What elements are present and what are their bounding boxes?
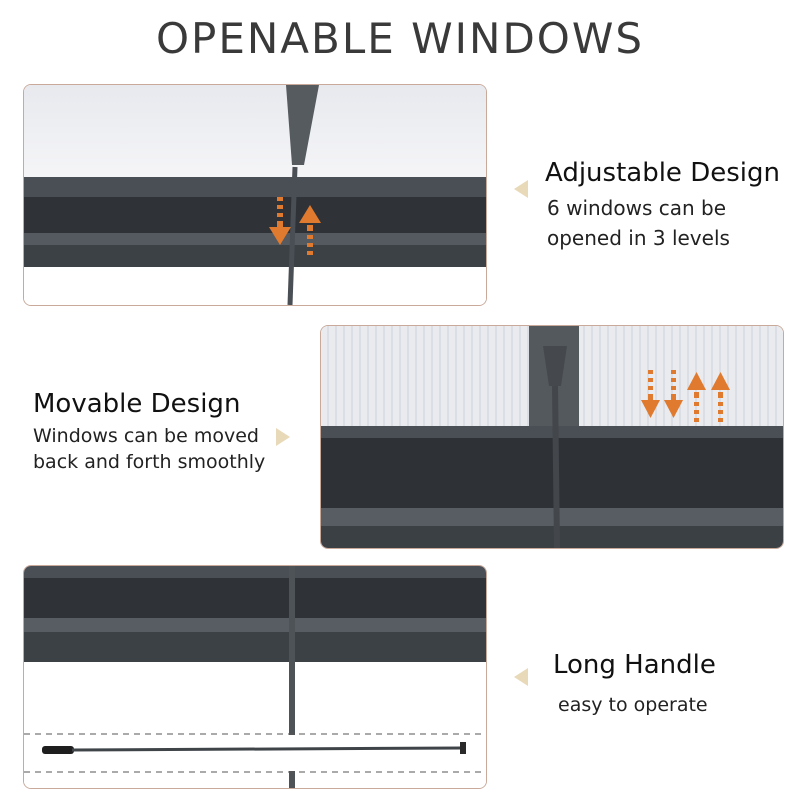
up-arrows-icon xyxy=(687,372,730,422)
movable-photo xyxy=(320,325,784,549)
feature-title-adjustable: Adjustable Design xyxy=(545,158,780,188)
down-arrow-icon xyxy=(269,197,291,245)
up-arrow-icon xyxy=(299,205,321,255)
feature-desc-line: opened in 3 levels xyxy=(547,226,730,250)
page-title: OPENABLE WINDOWS xyxy=(155,14,645,63)
feature-desc-line: Windows can be moved xyxy=(33,425,259,447)
handle-rod-icon xyxy=(42,742,466,754)
feature-desc-line: back and forth smoothly xyxy=(33,451,266,473)
pointer-left-icon xyxy=(514,668,528,686)
feature-title-movable: Movable Design xyxy=(33,389,241,419)
feature-title-long-handle: Long Handle xyxy=(553,650,716,680)
long-handle-photo xyxy=(23,565,487,789)
feature-desc-line: 6 windows can be xyxy=(547,196,727,220)
pointer-right-icon xyxy=(276,428,290,446)
down-arrows-icon xyxy=(641,370,683,418)
feature-desc-line: easy to operate xyxy=(558,694,708,716)
pointer-left-icon xyxy=(514,180,528,198)
adjustable-photo xyxy=(23,84,487,306)
